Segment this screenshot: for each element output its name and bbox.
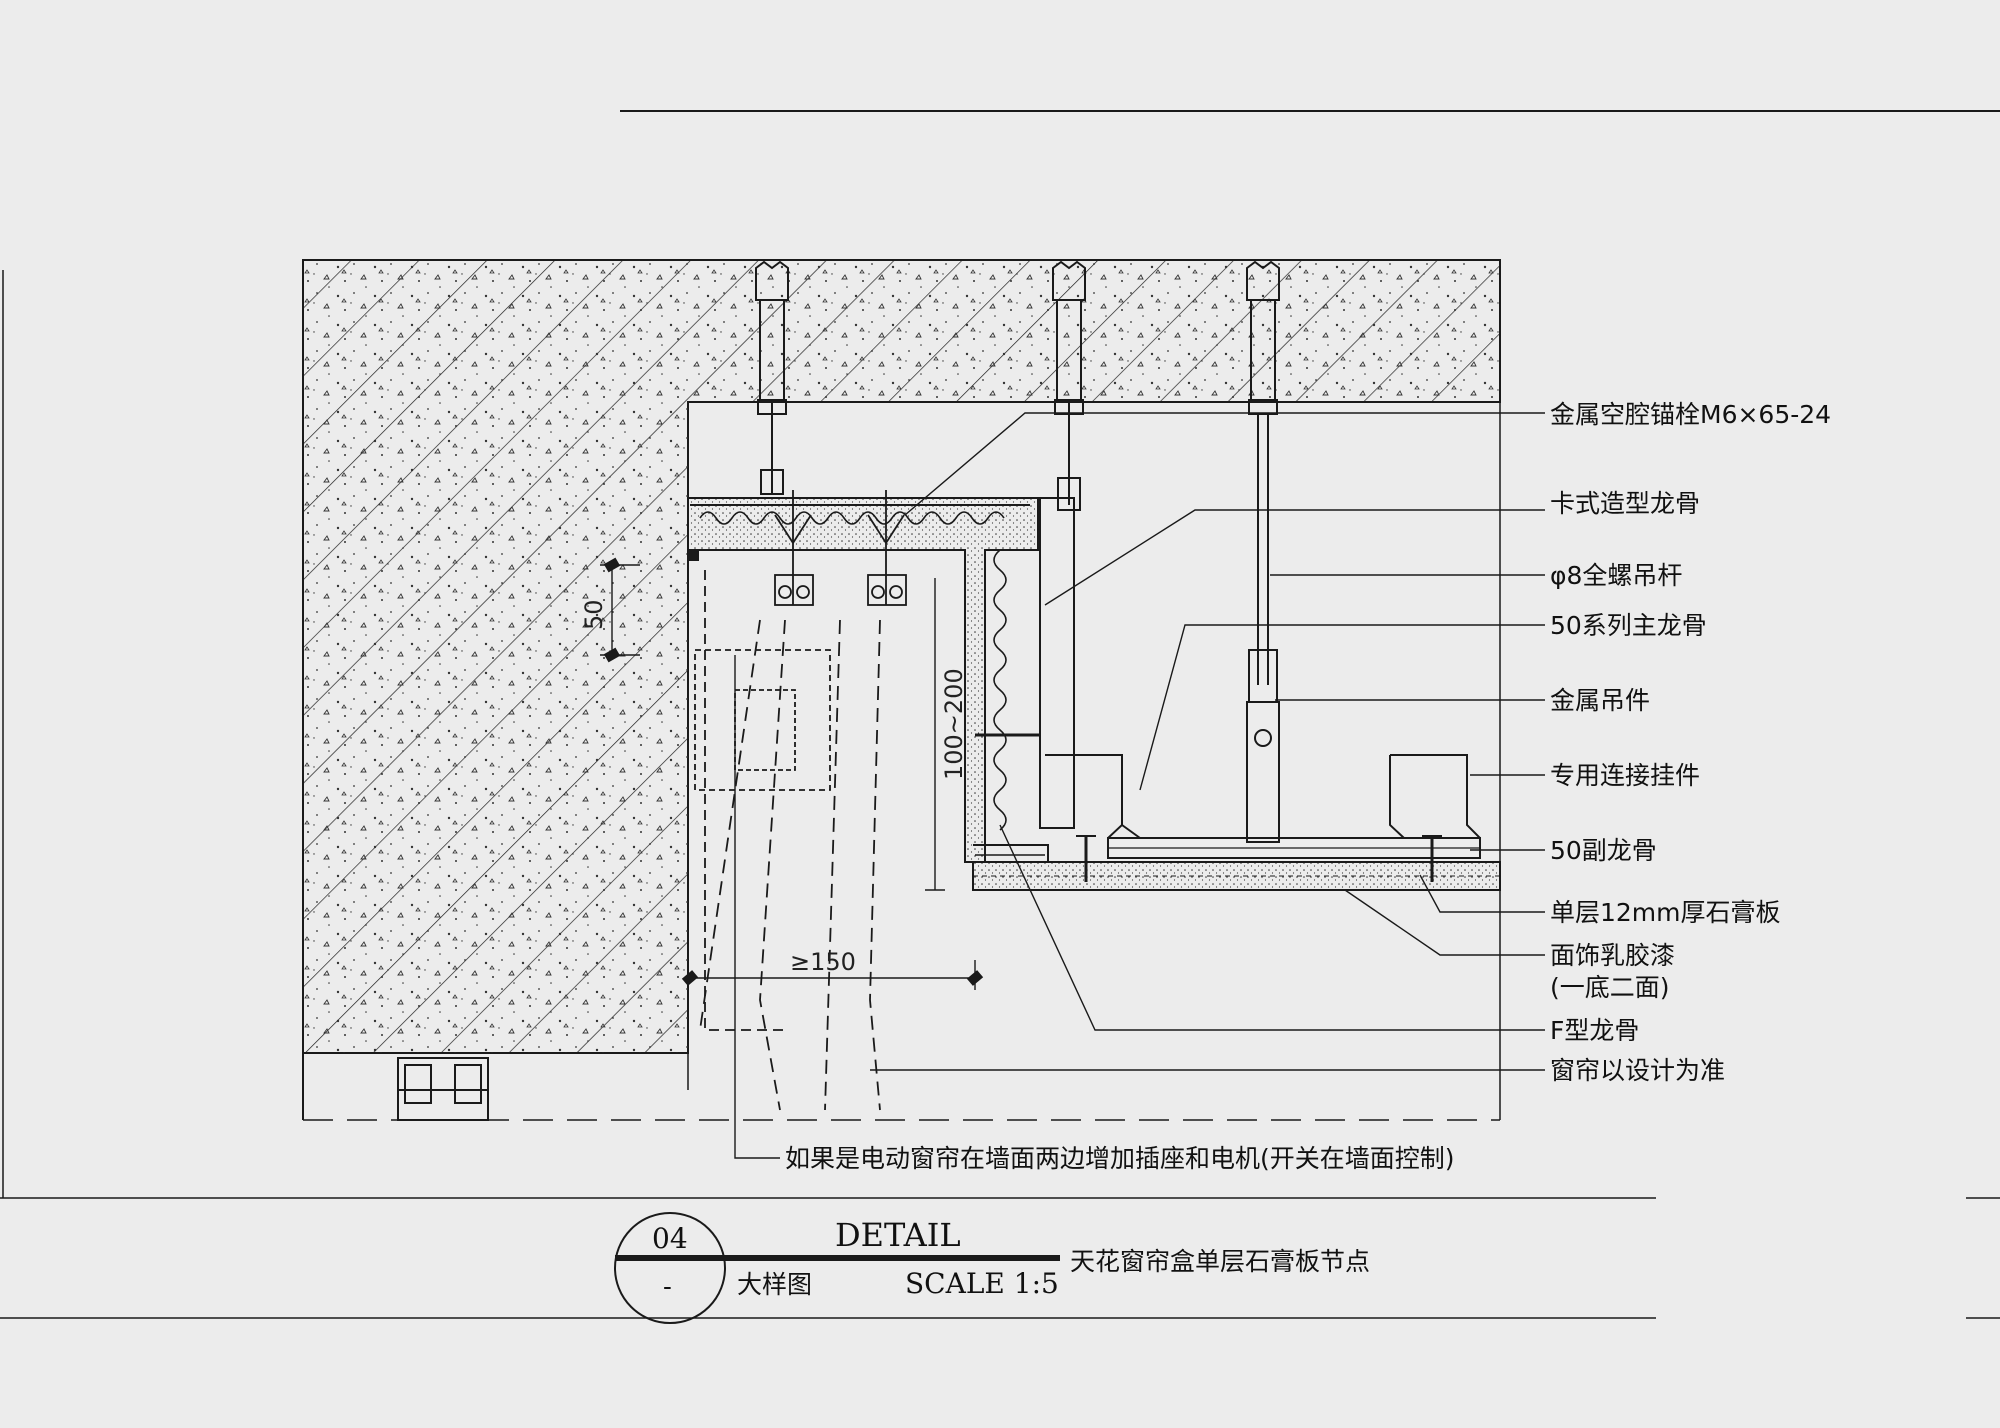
callout-anchor: 金属空腔锚栓M6×65-24 [1550, 400, 1831, 429]
callout-paint-note: (一底二面) [1550, 973, 1670, 1002]
curtain-track [694, 490, 907, 1111]
callout-metal-hanger: 金属吊件 [1550, 686, 1650, 715]
dimension-lines [600, 557, 984, 990]
dim-100-200: 100~200 [940, 668, 968, 780]
callout-hanger-rod: φ8全螺吊杆 [1550, 561, 1682, 590]
title-block [614, 1212, 1060, 1324]
ceiling-system [972, 733, 1501, 891]
curtain-box [687, 497, 1075, 863]
callout-sub-keel: 50副龙骨 [1550, 836, 1657, 865]
concrete-structure [302, 259, 1501, 1054]
leader-lines [734, 412, 1545, 1159]
callout-f-keel: F型龙骨 [1550, 1016, 1639, 1045]
anchor-bolts [755, 260, 1280, 843]
callout-gypsum: 单层12mm厚石膏板 [1550, 898, 1781, 927]
callout-clip-keel: 卡式造型龙骨 [1550, 489, 1700, 518]
callout-main-keel: 50系列主龙骨 [1550, 611, 1707, 640]
detail-cn: 大样图 [737, 1270, 812, 1299]
dim-150: ≥150 [790, 948, 856, 976]
detail-title: 天花窗帘盒单层石膏板节点 [1070, 1247, 1370, 1276]
scale-label: SCALE 1:5 [905, 1267, 1059, 1300]
dim-50: 50 [580, 599, 608, 630]
callout-electric-note: 如果是电动窗帘在墙面两边增加插座和电机(开关在墙面控制) [785, 1144, 1455, 1173]
sheet-number: - [663, 1272, 672, 1302]
callout-paint: 面饰乳胶漆 [1550, 941, 1675, 970]
detail-number: 04 [652, 1222, 688, 1255]
callout-curtain: 窗帘以设计为准 [1550, 1056, 1725, 1085]
callout-connector: 专用连接挂件 [1550, 761, 1700, 790]
window-frame [302, 402, 1501, 1121]
detail-en: DETAIL [835, 1216, 961, 1254]
sheet-frame [0, 110, 2000, 1319]
